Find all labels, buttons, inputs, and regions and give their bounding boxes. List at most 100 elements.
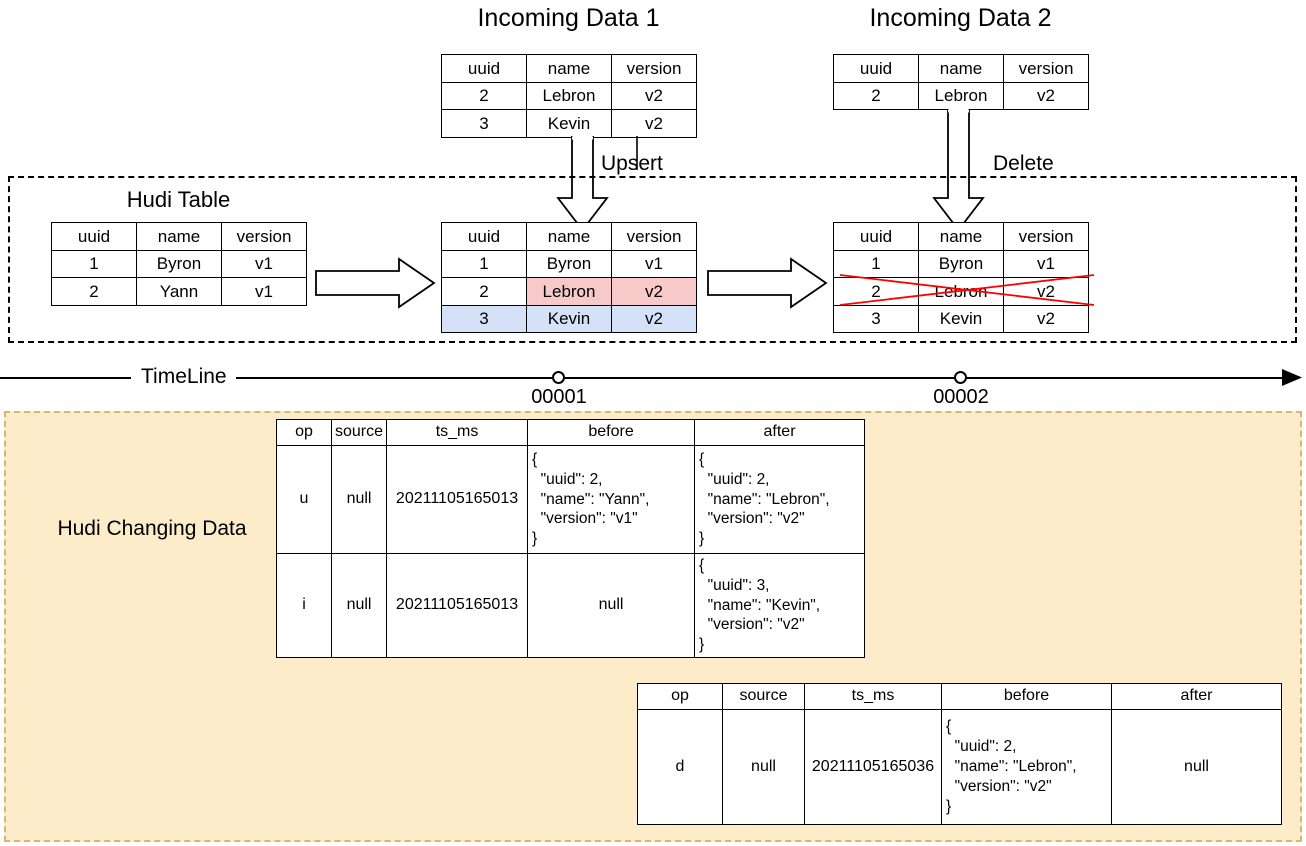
cdc-row: u null 20211105165013 { "uuid": 2, "name… [276, 445, 866, 554]
header-uuid: uuid [833, 54, 919, 83]
header-version: version [611, 222, 697, 251]
cell-name: Kevin [918, 304, 1004, 333]
header-name: name [918, 222, 1004, 251]
timeline-axis-left [0, 377, 131, 379]
timeline-commit-dot-00002[interactable] [954, 371, 967, 384]
header-uuid: uuid [833, 222, 919, 251]
cell-uuid: 3 [441, 109, 527, 138]
cdc-cell-op: d [637, 709, 723, 825]
table-header-row: uuid name version [833, 222, 1089, 251]
cdc-header-after: after [1111, 683, 1282, 710]
cdc-cell-ts-ms: 20211105165013 [386, 553, 529, 658]
header-name: name [918, 54, 1004, 83]
header-version: version [221, 222, 307, 251]
cell-version: v2 [1003, 277, 1089, 306]
timeline-commit-label-00001: 00001 [531, 386, 587, 408]
cell-version: v2 [611, 109, 697, 138]
cell-uuid: 2 [833, 81, 919, 110]
header-name: name [526, 222, 612, 251]
cell-version: v2 [611, 277, 697, 306]
hudi-initial-table: uuid name version 1 Byron v1 2 Yann v1 [51, 222, 307, 306]
timeline-arrowhead-icon [1282, 369, 1302, 386]
table-row: 3 Kevin v2 [441, 109, 697, 138]
cdc-cell-source: null [722, 709, 805, 825]
cell-uuid: 1 [441, 249, 527, 278]
header-version: version [611, 54, 697, 83]
table-row: 2 Yann v1 [51, 277, 307, 306]
incoming-data-1-title: Incoming Data 1 [477, 4, 660, 32]
header-name: name [526, 54, 612, 83]
cell-name: Byron [136, 249, 222, 278]
timeline-axis-right [236, 377, 1288, 379]
table-header-row: uuid name version [441, 54, 697, 83]
incoming-data-2-table: uuid name version 2 Lebron v2 [833, 54, 1089, 110]
cell-uuid: 2 [441, 81, 527, 110]
hudi-table-title: Hudi Table [126, 187, 231, 212]
delete-label: Delete [993, 152, 1054, 175]
table-row: 1 Byron v1 [441, 249, 697, 278]
table-row: 1 Byron v1 [51, 249, 307, 278]
hudi-table-container [8, 176, 1297, 343]
cell-name: Yann [136, 277, 222, 306]
cdc-table-commit-00002: op source ts_ms before after d null 2021… [637, 683, 1282, 825]
cdc-header-op: op [637, 683, 723, 710]
cell-version: v1 [221, 249, 307, 278]
cell-version: v2 [1003, 81, 1089, 110]
cdc-header-before: before [941, 683, 1112, 710]
header-uuid: uuid [441, 222, 527, 251]
table-header-row: uuid name version [441, 222, 697, 251]
cell-version: v2 [611, 81, 697, 110]
cdc-cell-before: { "uuid": 2, "name": "Yann", "version": … [527, 445, 696, 554]
hudi-changing-data-label: Hudi Changing Data [57, 517, 247, 540]
cell-uuid: 3 [833, 304, 919, 333]
cdc-row: d null 20211105165036 { "uuid": 2, "name… [637, 709, 1282, 825]
cdc-cell-ts-ms: 20211105165013 [386, 445, 529, 554]
hudi-after-delete-table: uuid name version 1 Byron v1 2 Lebron v2… [833, 222, 1089, 333]
cdc-cell-op: i [276, 553, 332, 658]
table-header-row: uuid name version [833, 54, 1089, 83]
cdc-cell-before: { "uuid": 2, "name": "Lebron", "version"… [941, 709, 1112, 825]
cell-name: Lebron [918, 81, 1004, 110]
cdc-cell-op: u [276, 445, 332, 554]
cell-version: v1 [611, 249, 697, 278]
header-uuid: uuid [441, 54, 527, 83]
header-uuid: uuid [51, 222, 137, 251]
cell-name: Kevin [526, 109, 612, 138]
table-row: 2 Lebron v2 [441, 81, 697, 110]
cdc-header-op: op [276, 419, 332, 446]
cell-uuid: 2 [51, 277, 137, 306]
cdc-cell-ts-ms: 20211105165036 [804, 709, 942, 825]
cdc-cell-before: null [527, 553, 696, 658]
cdc-header-row: op source ts_ms before after [276, 419, 866, 446]
table-row-inserted: 3 Kevin v2 [441, 304, 697, 333]
cdc-header-ts-ms: ts_ms [386, 419, 529, 446]
cdc-header-source: source [330, 419, 388, 446]
cell-version: v2 [1003, 304, 1089, 333]
cell-name: Lebron [526, 277, 612, 306]
cdc-cell-after: { "uuid": 3, "name": "Kevin", "version":… [694, 553, 866, 658]
cell-name: Lebron [526, 81, 612, 110]
cdc-cell-after: { "uuid": 2, "name": "Lebron", "version"… [694, 445, 866, 554]
cdc-header-before: before [527, 419, 696, 446]
hudi-after-upsert-table: uuid name version 1 Byron v1 2 Lebron v2… [441, 222, 697, 333]
flow-arrow-right-1 [315, 257, 436, 309]
cdc-cell-source: null [330, 553, 388, 658]
cell-uuid: 3 [441, 304, 527, 333]
cell-uuid: 2 [441, 277, 527, 306]
cdc-cell-after: null [1111, 709, 1282, 825]
cell-uuid: 1 [51, 249, 137, 278]
header-name: name [136, 222, 222, 251]
cdc-row: i null 20211105165013 null { "uuid": 3, … [276, 553, 866, 658]
table-row-updated: 2 Lebron v2 [441, 277, 697, 306]
cdc-header-after: after [694, 419, 866, 446]
upsert-label: Upsert [601, 152, 663, 175]
incoming-data-1-table: uuid name version 2 Lebron v2 3 Kevin v2 [441, 54, 697, 138]
flow-arrow-right-2 [707, 257, 828, 309]
timeline-commit-dot-00001[interactable] [552, 371, 565, 384]
cdc-table-commit-00001: op source ts_ms before after u null 2021… [276, 419, 866, 658]
cell-name: Byron [918, 249, 1004, 278]
cdc-header-source: source [722, 683, 805, 710]
cell-name: Kevin [526, 304, 612, 333]
delete-strikethrough-icon [839, 274, 1095, 306]
cdc-header-row: op source ts_ms before after [637, 683, 1282, 710]
